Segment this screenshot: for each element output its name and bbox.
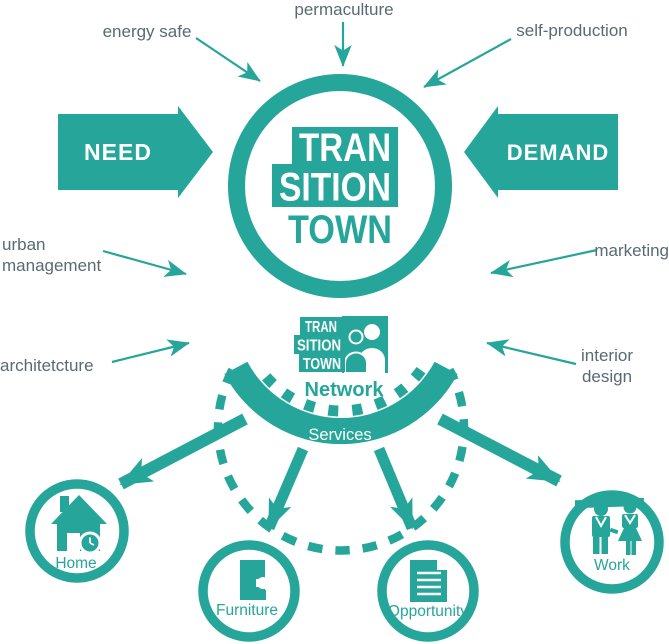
logo-text-sition: SITION — [279, 166, 391, 210]
document-icon — [410, 560, 447, 602]
arrow-self-production — [423, 38, 512, 88]
arrow-to-furniture — [263, 446, 309, 531]
network-text-sition: SITION — [297, 338, 341, 355]
svg-text:management: management — [2, 256, 102, 275]
opportunity-label: Opportunity — [388, 603, 468, 620]
demand-arrow: DEMAND — [464, 106, 618, 198]
arrow-to-opportunity — [373, 446, 418, 531]
svg-text:interior: interior — [581, 346, 633, 365]
services-arc — [224, 361, 458, 445]
label-interior-design: interior design — [581, 346, 633, 386]
logo-text-town: TOWN — [288, 208, 392, 252]
svg-text:design: design — [582, 367, 632, 386]
arrow-marketing — [490, 248, 598, 278]
network-dashed-circle — [213, 367, 469, 555]
service-circle-furniture: Furniture — [198, 540, 300, 642]
home-label: Home — [55, 555, 96, 572]
network-caption: Network — [305, 379, 385, 401]
furniture-label: Furniture — [216, 602, 278, 619]
network-text-tran: TRAN — [305, 319, 337, 336]
logo-text-tran: TRAN — [299, 126, 391, 170]
arrow-energy-safe — [195, 37, 261, 82]
label-marketing: marketing — [594, 241, 669, 260]
arrow-urban-management — [102, 249, 187, 277]
arrow-interior-design — [486, 339, 577, 366]
arrow-to-work — [437, 413, 562, 487]
workers-icon — [574, 497, 645, 555]
services-band: Services — [224, 361, 458, 445]
network-block-tran — [300, 317, 342, 335]
svg-text:urban: urban — [2, 235, 45, 254]
services-gear-teeth — [256, 366, 426, 417]
person-silhouette-front-icon — [344, 329, 368, 374]
need-arrow: NEED — [58, 106, 213, 198]
work-label: Work — [594, 557, 630, 574]
logo-block-sition — [272, 164, 398, 207]
services-label: Services — [308, 426, 371, 444]
transition-town-logo: TRAN SITION TOWN — [272, 126, 398, 252]
label-self-production: self-production — [516, 21, 628, 40]
service-circle-opportunity: Opportunity — [377, 540, 479, 642]
house-clock-icon — [51, 495, 107, 555]
demand-label: DEMAND — [507, 140, 610, 165]
network-block-sition — [294, 335, 344, 354]
network-text-town: TOWN — [303, 356, 341, 373]
label-energy-safe: energy safe — [103, 22, 192, 41]
logo-block-tran — [292, 127, 398, 166]
label-permaculture: permaculture — [294, 0, 393, 19]
label-architetcture: architetcture — [0, 356, 94, 375]
wardrobe-icon — [240, 560, 269, 600]
arrow-architetcture — [111, 339, 190, 364]
network-block-town — [299, 354, 345, 372]
service-circle-work: Work — [560, 490, 664, 594]
arrow-to-home — [118, 413, 248, 490]
transition-town-network-logo: TRAN SITION TOWN Network — [294, 316, 388, 401]
need-label: NEED — [84, 139, 152, 165]
label-urban-management: urban management — [2, 235, 102, 275]
service-circle-home: Home — [25, 479, 129, 583]
